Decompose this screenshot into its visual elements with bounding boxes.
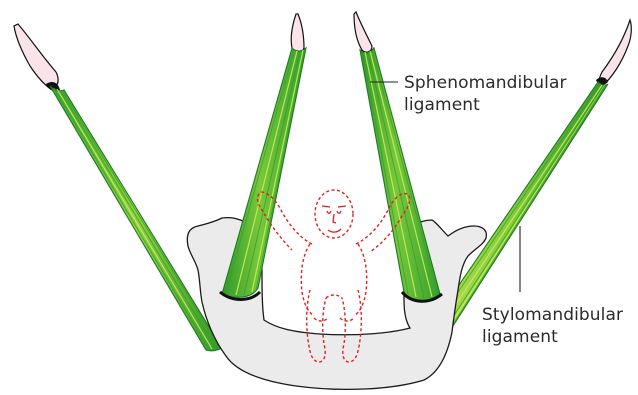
sphenomandibular-label-line1: Sphenomandibular [404, 73, 567, 93]
right-outer-anchor [596, 20, 631, 86]
sphenomandibular-label-line2: ligament [404, 95, 480, 115]
right-inner-anchor [354, 12, 374, 53]
left-outer-band [50, 86, 222, 351]
stylomandibular-label-line2: ligament [482, 327, 558, 347]
sphenomandibular-label-group: Sphenomandibular ligament [370, 73, 567, 115]
mandible-sling [187, 218, 486, 390]
stylomandibular-label-line1: Stylomandibular [482, 305, 623, 325]
left-inner-anchor [291, 14, 305, 53]
left-outer-anchor [14, 24, 60, 91]
left-inner-band [220, 48, 306, 300]
